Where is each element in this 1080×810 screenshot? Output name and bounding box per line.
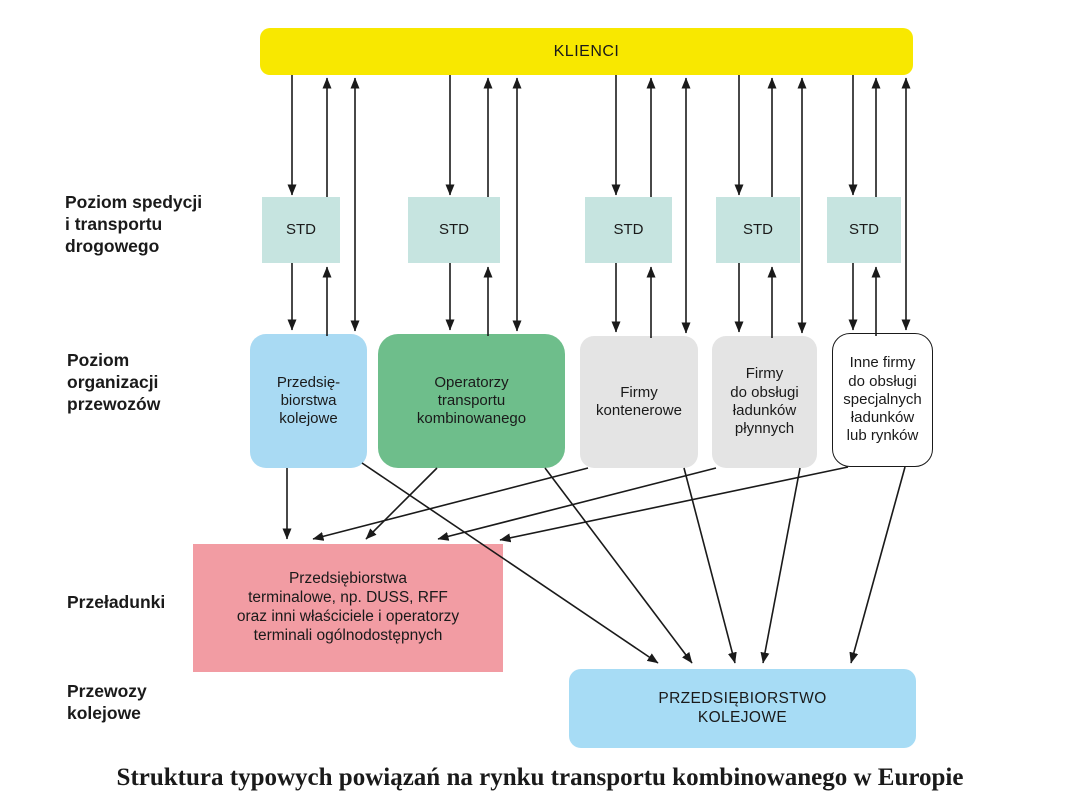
combined-transport-operators-box: Operatorzy transportu kombinowanego — [378, 334, 565, 468]
clients-box: KLIENCI — [260, 28, 913, 75]
side-label-transshipment: Przeładunki — [67, 592, 166, 612]
side-label-organization-level: Poziom organizacji przewozów — [67, 350, 161, 414]
std-box-3: STD — [585, 197, 672, 263]
std-box-4: STD — [716, 197, 800, 263]
diagram-caption: Struktura typowych powiązań na rynku tra… — [116, 764, 964, 791]
std-box-2: STD — [408, 197, 500, 263]
side-label-forwarding-level: Poziom spedycji i transportu drogowego — [65, 192, 203, 256]
container-companies-box: Firmy kontenerowe — [580, 336, 698, 468]
railway-enterprise-box: PRZEDSIĘBIORSTWO KOLEJOWE — [569, 669, 916, 748]
side-label-rail-transport: Przewozy kolejowe — [67, 681, 147, 723]
std-box-5: STD — [827, 197, 901, 263]
terminal-companies-box: Przedsiębiorstwa terminalowe, np. DUSS, … — [193, 544, 503, 672]
rail-companies-box: Przedsię- biorstwa kolejowe — [250, 334, 367, 468]
std-box-1: STD — [262, 197, 340, 263]
liquid-cargo-companies-box: Firmy do obsługi ładunków płynnych — [712, 336, 817, 468]
other-special-companies-box: Inne firmy do obsługi specjalnych ładunk… — [832, 333, 933, 467]
